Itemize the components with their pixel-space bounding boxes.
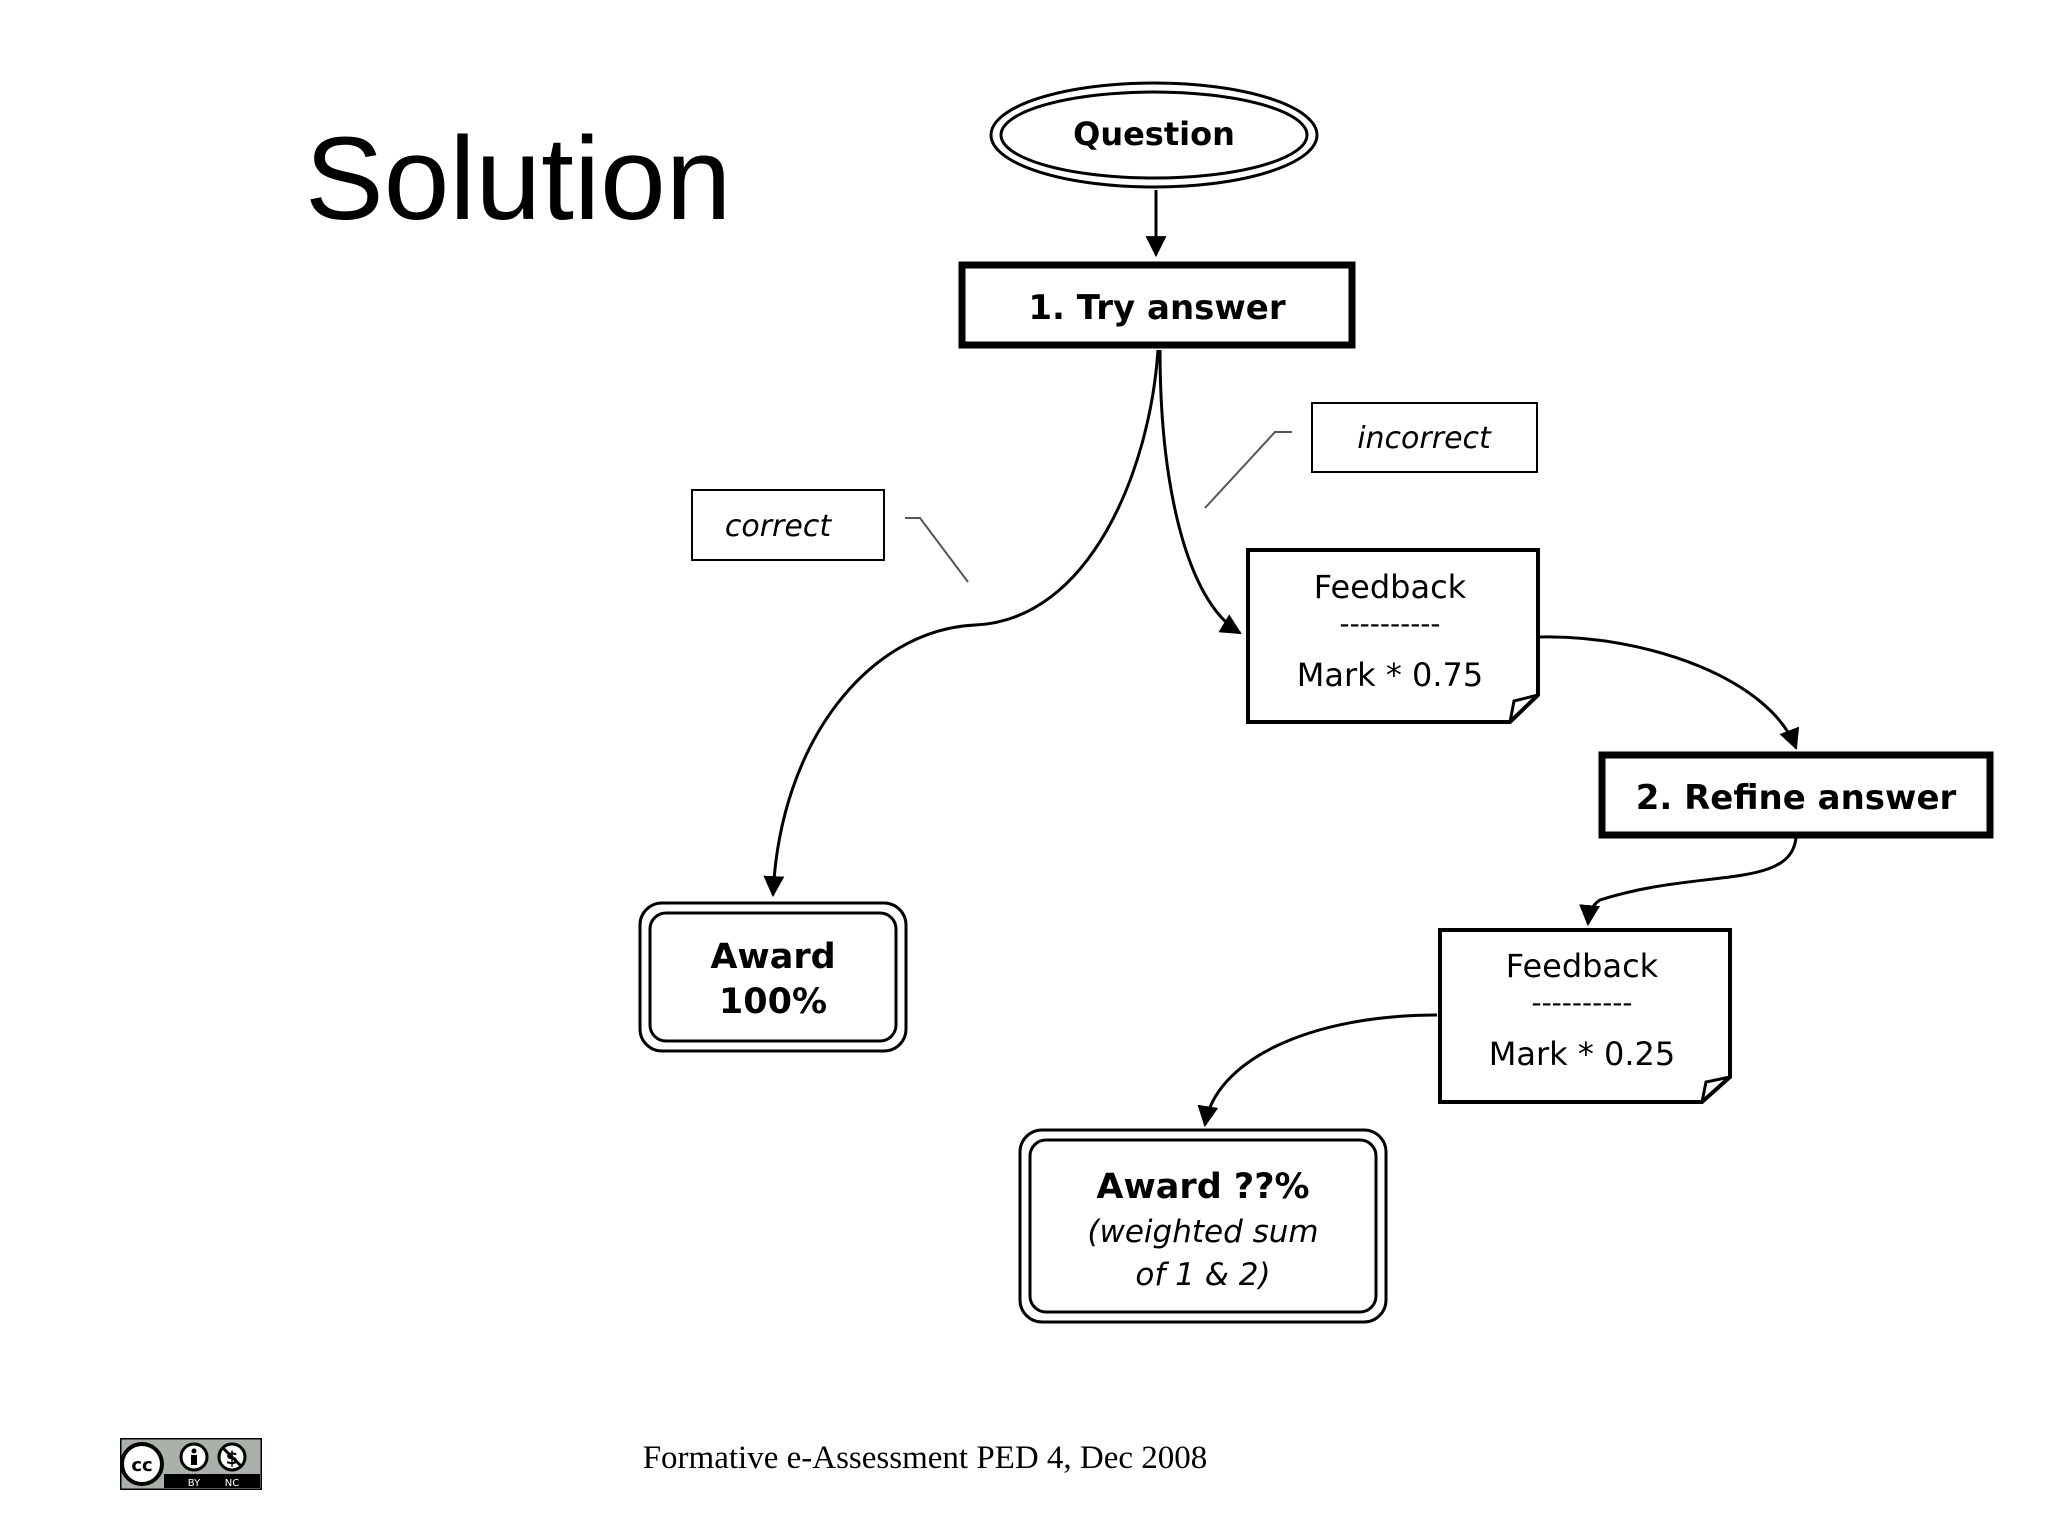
award-weighted-line3: of 1 & 2) bbox=[1135, 1257, 1270, 1293]
award-100-line2: 100% bbox=[719, 982, 827, 1022]
connector-refine-to-feedback2 bbox=[1579, 837, 1798, 927]
award-100-node: Award 100% bbox=[638, 901, 908, 1053]
connector-feedback1-to-refine bbox=[1539, 635, 1800, 750]
callout-incorrect: incorrect bbox=[1204, 402, 1538, 509]
refine-answer-node: 2. Refine answer bbox=[1598, 751, 1994, 839]
feedback-2-separator: ---------- bbox=[1531, 986, 1632, 1019]
cc-by-label: BY bbox=[188, 1478, 201, 1489]
try-answer-node: 1. Try answer bbox=[958, 261, 1356, 349]
refine-answer-label: 2. Refine answer bbox=[1636, 778, 1957, 818]
feedback-note-2: Feedback ---------- Mark * 0.25 bbox=[1438, 928, 1732, 1104]
award-weighted-line2: (weighted sum bbox=[1087, 1214, 1318, 1250]
slide-footer: Formative e-Assessment PED 4, Dec 2008 bbox=[642, 1440, 1208, 1476]
svg-text:cc: cc bbox=[131, 1455, 152, 1476]
feedback-1-separator: ---------- bbox=[1339, 607, 1440, 640]
award-weighted-line1: Award ??% bbox=[1096, 1167, 1309, 1207]
award-100-line1: Award bbox=[710, 937, 835, 977]
slide-title: Solution bbox=[305, 113, 732, 245]
question-label: Question bbox=[1073, 115, 1235, 153]
question-node: Question bbox=[989, 81, 1319, 189]
feedback-note-1: Feedback ---------- Mark * 0.75 bbox=[1246, 548, 1540, 724]
try-answer-label: 1. Try answer bbox=[1028, 288, 1285, 328]
incorrect-label: incorrect bbox=[1357, 421, 1492, 456]
feedback-2-mark: Mark * 0.25 bbox=[1489, 1035, 1676, 1073]
cc-by-nc-icon: cc $ BY NC bbox=[120, 1438, 262, 1490]
feedback-2-title: Feedback bbox=[1506, 947, 1659, 985]
correct-label: correct bbox=[725, 509, 832, 544]
feedback-1-mark: Mark * 0.75 bbox=[1297, 656, 1484, 694]
connector-feedback2-to-award2 bbox=[1197, 1013, 1438, 1128]
callout-correct: correct bbox=[691, 489, 969, 583]
connector-incorrect-branch bbox=[1158, 349, 1242, 635]
connector-correct-branch bbox=[763, 349, 1160, 898]
award-weighted-node: Award ??% (weighted sum of 1 & 2) bbox=[1018, 1128, 1388, 1324]
cc-nc-label: NC bbox=[225, 1478, 239, 1489]
feedback-1-title: Feedback bbox=[1314, 568, 1467, 606]
